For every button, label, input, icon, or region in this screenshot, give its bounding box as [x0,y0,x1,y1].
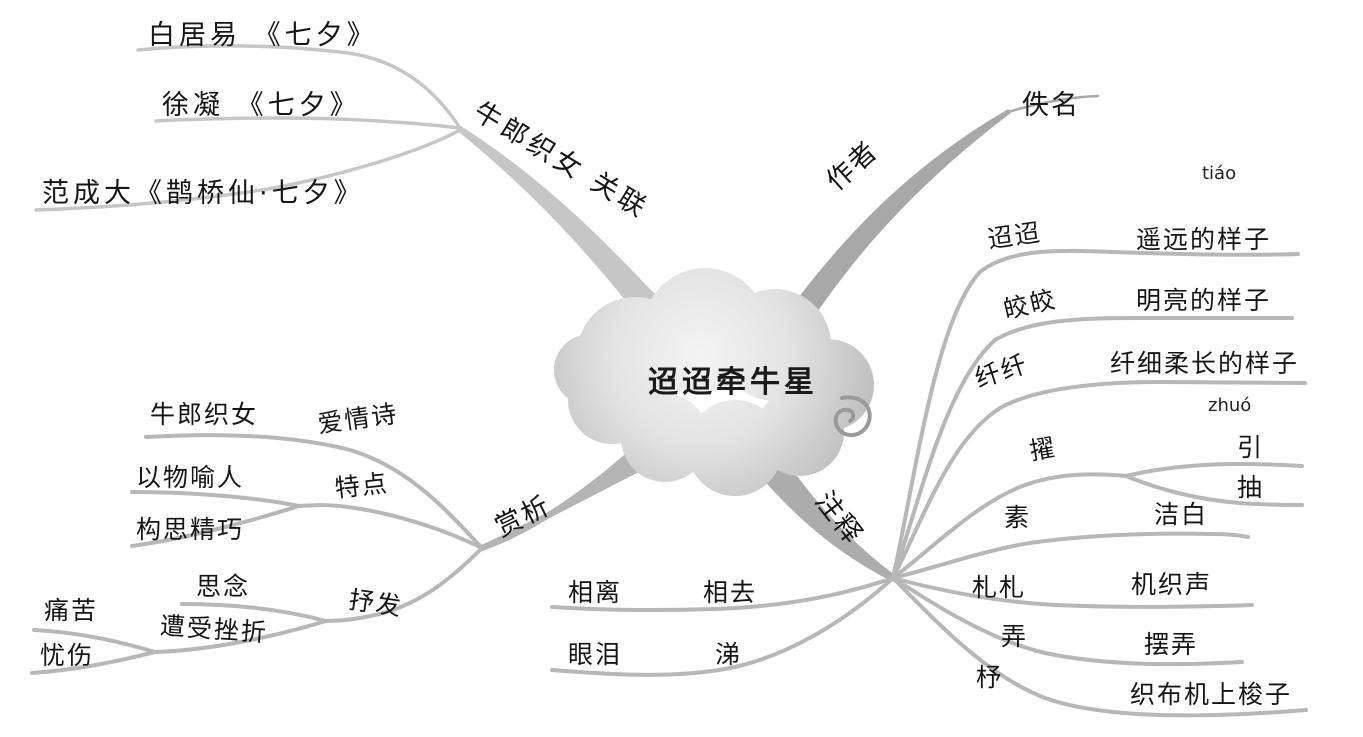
annotation-meaning-ti: 涕 [715,640,743,669]
annotation-meaning-xiangqu: 相去 [703,578,758,607]
line-zhuo [891,472,1128,580]
line-jiaojiao [891,316,1294,580]
appreciation-express-miss: 思念 [196,572,251,601]
line-xiangli [550,576,895,613]
line-feature1 [130,504,301,548]
annotation-meaning-zhu: 织布机上梭子 [1130,680,1293,709]
branch-related-item2-line [34,128,462,212]
annotation-meaning-chou: 抽 [1237,473,1265,502]
line-tiaotiao [891,248,1300,580]
annotation-term-xiangli: 相离 [568,578,623,607]
line-zhazha [891,576,1254,609]
line-zhuo-yin [1124,461,1304,478]
annotation-meaning-zhazha: 机织声 [1131,570,1213,599]
line-express [324,546,484,623]
line-zhuo-chou [1124,474,1304,507]
appreciation-feeling-sorrow: 忧伤 [40,641,95,670]
branch-related-item0-line [136,44,462,130]
line-miss [180,602,328,623]
branch-author-tail [1006,94,1100,114]
line-yanlei [550,576,895,677]
line-features [297,503,484,550]
annotation-pinyin-tiao: tiáo [1202,163,1237,184]
annotation-meaning-yin: 引 [1237,433,1265,462]
appreciation-features-label: 特点 [333,468,391,503]
annotation-term-yanlei: 眼泪 [568,640,623,669]
branch-related-item1-line [154,116,462,130]
annotation-meaning-xianxian: 纤细柔长的样子 [1110,349,1300,378]
appreciation-lovepoem-value: 牛郎织女 [150,400,259,429]
line-pain [32,628,157,654]
related-item-xuning: 徐凝 《七夕》 [162,90,361,121]
annotation-pinyin-zhuo: zhuó [1208,395,1252,416]
related-item-fanchengda: 范成大《鹊桥仙·七夕》 [42,178,365,209]
annotation-term-nong: 弄 [1001,622,1029,651]
annotation-term-zhuo: 擢 [1027,432,1059,466]
cloud-curl-decoration [833,395,872,437]
appreciation-feeling-pain: 痛苦 [44,596,99,625]
annotation-term-zhazha: 札札 [972,573,1027,602]
line-setback [153,619,328,654]
line-sorrow [30,650,157,675]
appreciation-feature-metaphor: 以物喻人 [136,463,245,492]
cloud-shape [554,268,874,496]
annotation-term-su: 素 [1004,503,1032,532]
annotation-meaning-nong: 摆弄 [1144,630,1199,659]
annotation-meaning-jiaojiao: 明亮的样子 [1136,286,1272,315]
line-nong [891,576,1244,667]
line-xianxian [891,379,1307,580]
annotation-meaning-tiaotiao: 遥远的样子 [1136,225,1272,254]
author-value: 佚名 [1022,90,1080,121]
annotation-meaning-su: 洁白 [1154,500,1209,529]
line-zhu [891,576,1308,718]
appreciation-feature-ingenious: 构思精巧 [136,515,245,544]
line-lovepoem [144,433,484,550]
line-feature0 [130,490,301,508]
line-su [891,531,1250,580]
related-item-baijuyi: 白居易 《七夕》 [148,20,378,51]
central-topic: 迢迢牵牛星 [648,365,818,400]
annotation-term-zhu: 杼 [976,663,1004,692]
